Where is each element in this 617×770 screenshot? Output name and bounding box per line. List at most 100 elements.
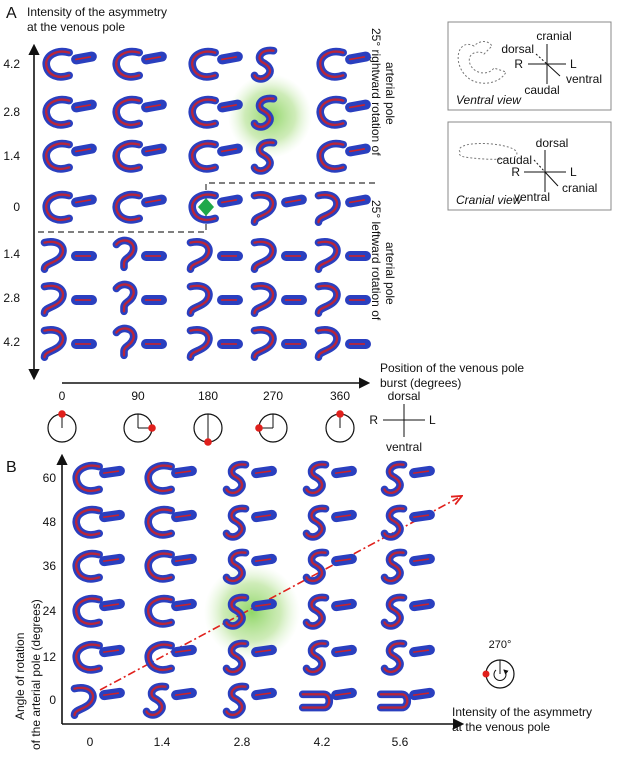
- heart-tube: [72, 505, 104, 539]
- outflow-tube: [345, 51, 371, 65]
- outflow-tube: [99, 553, 125, 567]
- outflow-tube: [171, 553, 197, 567]
- outflow-tube: [409, 644, 435, 658]
- ventral-ventral: ventral: [566, 72, 602, 86]
- heart-tube: [298, 690, 334, 712]
- outflow-tube: [71, 194, 97, 208]
- heart-tube: [302, 548, 330, 585]
- panel-a-x-title-line1: Position of the venous pole: [380, 361, 524, 375]
- heart-tube: [186, 326, 213, 362]
- panel-a-rightward-label-line1: 25° rightward rotation of: [369, 28, 383, 156]
- panel-b-x-tick: 0: [87, 735, 94, 749]
- heart-tube: [40, 238, 67, 274]
- outflow-tube: [331, 644, 357, 658]
- outflow-tube: [345, 295, 371, 305]
- heart-tube: [250, 282, 277, 318]
- outflow-tube: [99, 598, 125, 612]
- panel-b-y-tick: 48: [43, 515, 57, 529]
- outflow-tube: [217, 194, 243, 208]
- outflow-tube: [171, 687, 197, 701]
- heart-tube: [302, 460, 330, 497]
- heart-tube: [72, 594, 104, 628]
- panel-a-diamond-marker: [198, 198, 214, 216]
- cranial-l: L: [570, 165, 577, 179]
- heart-tube: [188, 139, 220, 173]
- panel-b-x-title-line2: at the venous pole: [452, 720, 550, 734]
- panel-a-x-tick: 0: [59, 389, 66, 403]
- cranial-view-caption: Cranial view: [456, 193, 523, 207]
- heart-tube: [222, 593, 250, 630]
- outflow-tube: [331, 553, 357, 567]
- heart-tube: [316, 139, 348, 173]
- heart-tube: [144, 640, 176, 674]
- heart-tube: [188, 190, 220, 224]
- heart-tube: [222, 639, 250, 676]
- outflow-tube: [281, 339, 307, 349]
- outflow-tube: [141, 295, 167, 305]
- outflow-tube: [217, 251, 243, 261]
- heart-tube: [250, 326, 277, 362]
- outflow-tube: [345, 99, 371, 113]
- panel-a-y-ticks: 4.22.81.401.42.84.2: [3, 57, 20, 349]
- panel-b-y-tick: 12: [43, 650, 57, 664]
- ventral-caudal: caudal: [524, 83, 559, 97]
- panel-a-x-tick: 90: [131, 389, 145, 403]
- heart-tube: [112, 139, 144, 173]
- heart-tube: [250, 94, 278, 131]
- outflow-tube: [217, 143, 243, 157]
- heart-tube: [380, 548, 408, 585]
- outflow-tube: [99, 687, 125, 701]
- heart-tube: [112, 280, 138, 316]
- panel-a-leftward-label-line1: 25° leftward rotation of: [369, 200, 383, 321]
- heart-tube: [144, 594, 176, 628]
- outflow-tube: [281, 251, 307, 261]
- heart-tube: [380, 504, 408, 541]
- heart-tube: [72, 549, 104, 583]
- outflow-tube: [141, 194, 167, 208]
- panel-a-y-tick: 2.8: [3, 291, 20, 305]
- ventral-r: R: [514, 57, 523, 71]
- outflow-tube: [141, 99, 167, 113]
- outflow-tube: [345, 251, 371, 261]
- panel-a-y-tick: 1.4: [3, 247, 20, 261]
- heart-tube: [42, 190, 74, 224]
- outflow-tube: [171, 598, 197, 612]
- heart-tube: [380, 460, 408, 497]
- outflow-tube: [281, 295, 307, 305]
- heart-tube: [222, 460, 250, 497]
- panel-a-x-tick: 180: [198, 389, 218, 403]
- heart-tube: [314, 191, 341, 227]
- burst-clock: [325, 410, 355, 443]
- compass-r: R: [369, 413, 378, 427]
- panel-b-y-title-line1: Angle of rotation: [13, 633, 27, 720]
- panel-a-tube-grid: [40, 46, 371, 362]
- panel-b-y-tick: 36: [43, 559, 57, 573]
- outflow-tube: [217, 99, 243, 113]
- heart-tube: [250, 238, 277, 274]
- panel-b-y-title-line2: of the arterial pole (degrees): [29, 599, 43, 750]
- outflow-tube: [345, 194, 371, 208]
- heart-tube: [250, 46, 278, 83]
- outflow-tube: [71, 99, 97, 113]
- outflow-tube: [409, 465, 435, 479]
- panel-b-highlight: [204, 564, 300, 660]
- panel-a-x-title-line2: burst (degrees): [380, 376, 461, 390]
- outflow-tube: [251, 598, 277, 612]
- panel-b-x-tick: 2.8: [234, 735, 251, 749]
- heart-tube: [112, 95, 144, 129]
- panel-a-y-tick: 1.4: [3, 149, 20, 163]
- heart-tube: [314, 282, 341, 318]
- panel-b-x-tick: 5.6: [392, 735, 409, 749]
- panel-b-x-tick: 1.4: [154, 735, 171, 749]
- outflow-tube: [345, 143, 371, 157]
- outflow-tube: [281, 194, 307, 208]
- outflow-tube: [71, 251, 97, 261]
- compass-l: L: [429, 413, 436, 427]
- ventral-dorsal: dorsal: [501, 42, 534, 56]
- outflow-tube: [409, 509, 435, 523]
- outflow-tube: [141, 51, 167, 65]
- heart-tube: [144, 461, 176, 495]
